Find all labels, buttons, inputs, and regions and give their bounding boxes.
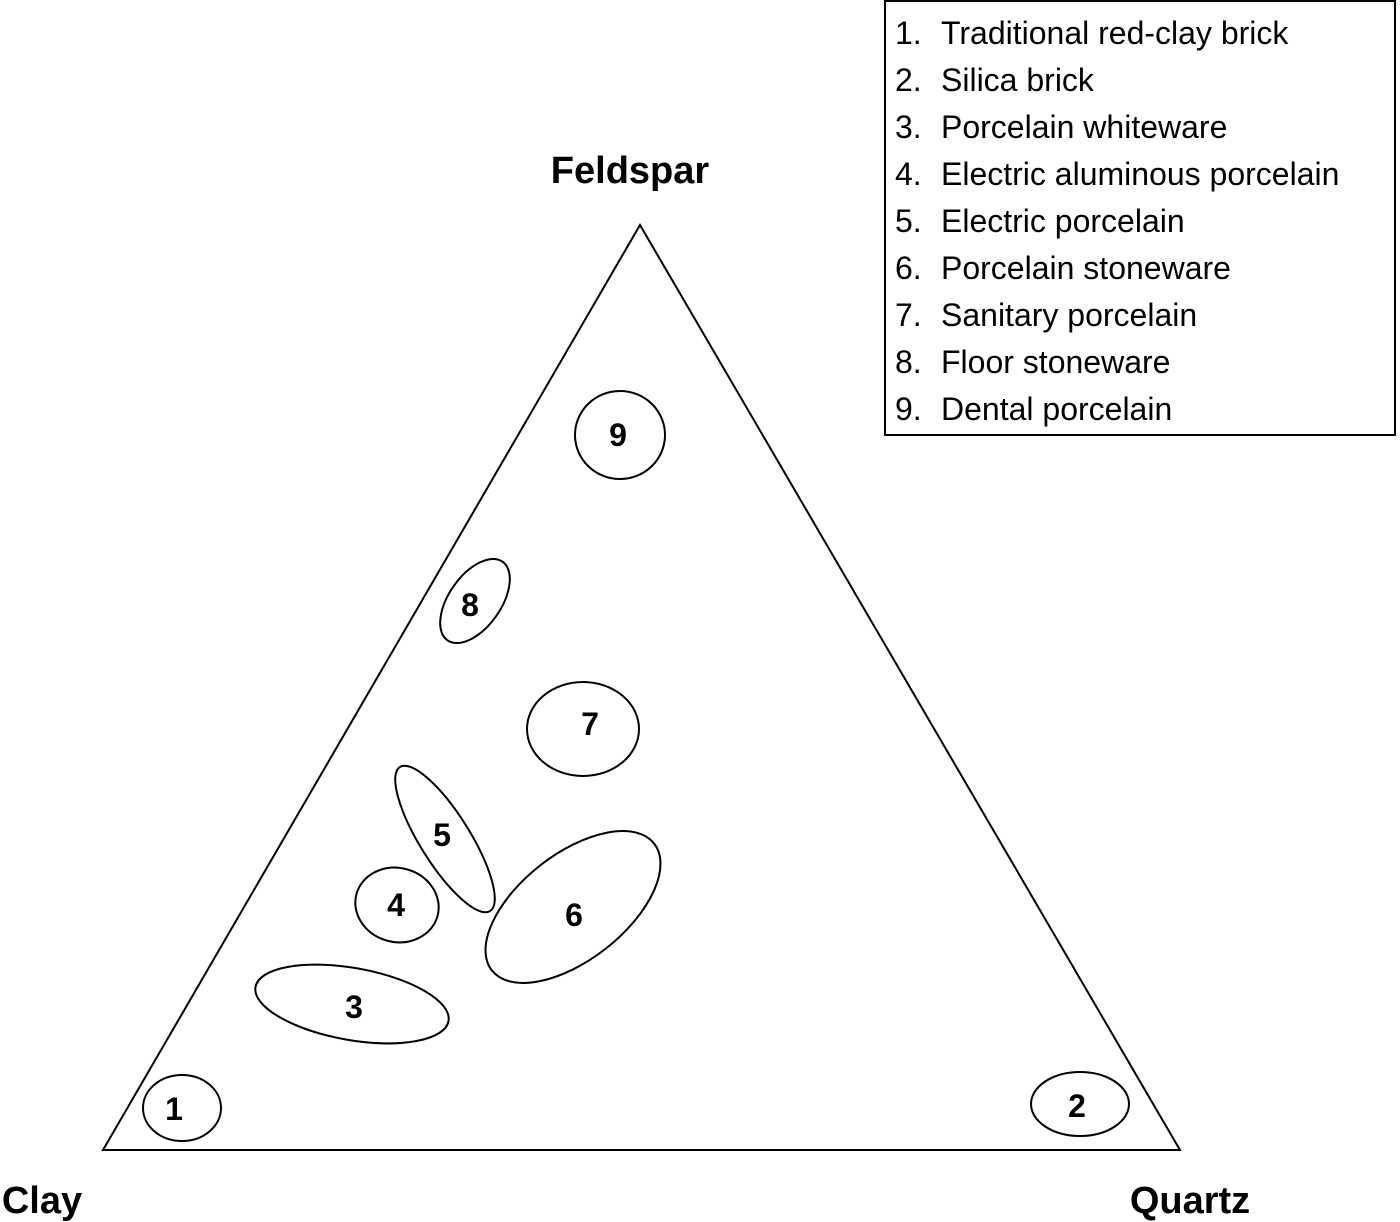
region-6-outline: [484, 830, 662, 984]
region-2-number: 2: [1068, 1088, 1086, 1124]
region-9-number: 9: [609, 417, 627, 453]
vertex-label-quartz: Quartz: [1130, 1180, 1250, 1222]
legend-item-4: 4. Electric aluminous porcelain: [886, 151, 1394, 198]
vertex-label-clay: Clay: [2, 1180, 82, 1222]
legend-item-3: 3. Porcelain whiteware: [886, 104, 1394, 151]
region-4-number: 4: [387, 887, 405, 923]
legend-label-8: Floor stoneware: [941, 344, 1171, 380]
legend-number-4: 4.: [895, 156, 922, 192]
legend-item-1: 1. Traditional red-clay brick: [886, 10, 1394, 57]
legend-item-5: 5. Electric porcelain: [886, 198, 1394, 245]
legend-label-5: Electric porcelain: [941, 203, 1185, 239]
legend-label-2: Silica brick: [941, 62, 1094, 98]
legend-label-3: Porcelain whiteware: [941, 109, 1228, 145]
legend-number-7: 7.: [895, 297, 922, 333]
region-2-outline: [1030, 1071, 1130, 1137]
legend-number-8: 8.: [895, 344, 922, 380]
region-6-number: 6: [565, 897, 583, 933]
legend-label-4: Electric aluminous porcelain: [941, 156, 1340, 192]
legend-label-6: Porcelain stoneware: [941, 250, 1231, 286]
legend-item-8: 8. Floor stoneware: [886, 339, 1394, 386]
legend-number-5: 5.: [895, 203, 922, 239]
region-9-outline: [574, 390, 666, 480]
legend-number-2: 2.: [895, 62, 922, 98]
legend-item-2: 2. Silica brick: [886, 57, 1394, 104]
region-5-outline: [394, 764, 496, 914]
legend-number-3: 3.: [895, 109, 922, 145]
region-8-outline: [439, 557, 511, 645]
vertex-label-feldspar: Feldspar: [551, 150, 710, 192]
region-1-outline: [142, 1074, 222, 1142]
region-4-outline: [354, 866, 440, 944]
ternary-triangle: [101, 223, 1182, 1151]
legend-number-9: 9.: [895, 391, 922, 427]
legend-item-7: 7. Sanitary porcelain: [886, 292, 1394, 339]
region-7-number: 7: [581, 706, 599, 742]
legend-label-7: Sanitary porcelain: [941, 297, 1198, 333]
legend: 1. Traditional red-clay brick 2. Silica …: [884, 0, 1396, 436]
legend-number-1: 1.: [895, 15, 922, 51]
legend-item-6: 6. Porcelain stoneware: [886, 245, 1394, 292]
legend-label-9: Dental porcelain: [941, 391, 1173, 427]
legend-label-1: Traditional red-clay brick: [941, 15, 1289, 51]
region-7-outline: [526, 681, 640, 777]
region-3-number: 3: [345, 989, 363, 1025]
legend-item-9: 9. Dental porcelain: [886, 386, 1394, 433]
region-8-number: 8: [461, 587, 479, 623]
region-3-outline: [254, 963, 450, 1045]
region-5-number: 5: [433, 817, 451, 853]
region-1-number: 1: [165, 1091, 183, 1127]
legend-number-6: 6.: [895, 250, 922, 286]
